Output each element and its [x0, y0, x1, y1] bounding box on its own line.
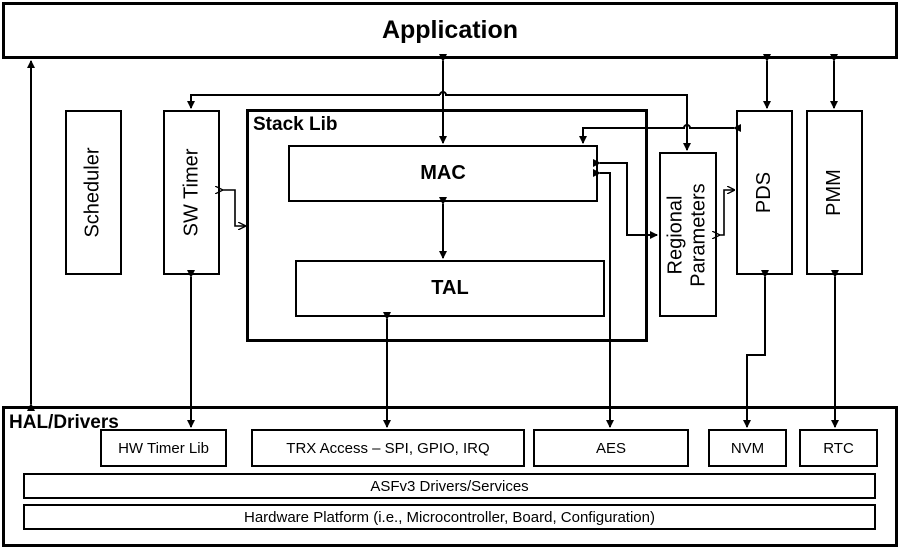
hal-drivers-label: HAL/Drivers [9, 412, 119, 433]
pds-label: PDS [753, 171, 775, 214]
pmm-label: PMM [822, 169, 845, 216]
nvm-label: NVM [730, 439, 765, 457]
pds-nvm-arrow [743, 270, 769, 428]
stack-lib-label: Stack Lib [253, 114, 338, 135]
asf-drivers-block: ASFv3 Drivers/Services [23, 473, 876, 499]
hardware-platform-label: Hardware Platform (i.e., Microcontroller… [244, 508, 655, 526]
sw-timer-block: SW Timer [163, 110, 220, 275]
rtc-label: RTC [823, 439, 854, 457]
hardware-platform-block: Hardware Platform (i.e., Microcontroller… [23, 504, 876, 530]
tal-block: TAL [295, 260, 605, 317]
regional-parameters-block: Regional Parameters [659, 152, 717, 317]
application-block: Application [2, 2, 898, 59]
scheduler-block: Scheduler [65, 110, 122, 275]
scheduler-label: Scheduler [82, 147, 104, 238]
trx-access-block: TRX Access – SPI, GPIO, IRQ [251, 429, 525, 467]
regional-parameters-label: Regional Parameters [665, 182, 710, 287]
asf-drivers-label: ASFv3 Drivers/Services [370, 477, 529, 495]
regional-pds-arrow [719, 190, 734, 235]
trx-access-label: TRX Access – SPI, GPIO, IRQ [286, 439, 490, 457]
mac-label: MAC [420, 162, 466, 184]
nvm-block: NVM [708, 429, 787, 467]
pds-block: PDS [736, 110, 793, 275]
application-label: Application [381, 16, 519, 44]
sw-timer-label: SW Timer [180, 148, 202, 237]
pmm-block: PMM [806, 110, 863, 275]
tal-label: TAL [431, 277, 469, 299]
sw-timer-bus-arrow [187, 94, 440, 109]
hw-timer-lib-label: HW Timer Lib [118, 439, 209, 457]
sw-timer-stack-arrow [222, 190, 245, 226]
hw-timer-lib-block: HW Timer Lib [100, 429, 227, 467]
aes-block: AES [533, 429, 689, 467]
aes-label: AES [595, 439, 626, 457]
rtc-block: RTC [799, 429, 878, 467]
mac-block: MAC [288, 145, 598, 202]
